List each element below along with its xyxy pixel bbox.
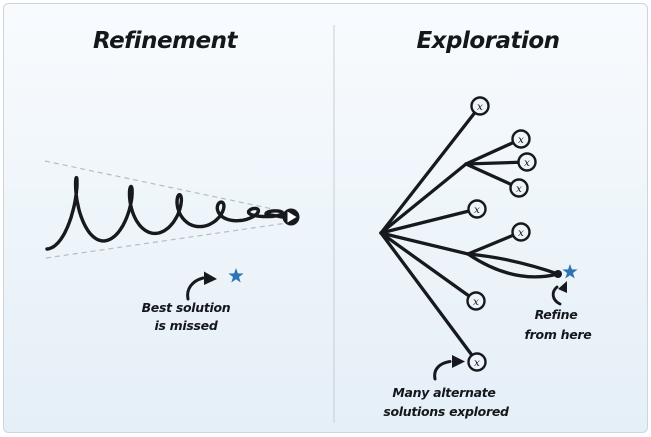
tree-node-label: x bbox=[516, 183, 522, 195]
tree-node: x bbox=[509, 178, 529, 198]
tree-node-circle bbox=[509, 178, 529, 198]
tree-nodes: x x x x x x x x bbox=[466, 96, 537, 372]
tree-edges bbox=[379, 104, 560, 364]
left-annotation-line-1: Best solution bbox=[142, 300, 231, 315]
tree-node: x bbox=[511, 222, 531, 242]
tree-edge bbox=[379, 207, 479, 235]
explore-annotation-arrow bbox=[433, 360, 452, 381]
tree-node-label: x bbox=[477, 101, 483, 113]
tree-edge bbox=[464, 160, 529, 166]
right-title: Exploration bbox=[416, 28, 559, 54]
tree-edge bbox=[379, 231, 478, 303]
explore-annotation-line-2: solutions explored bbox=[383, 404, 510, 419]
tree-node-circle bbox=[467, 199, 487, 219]
tree-edge-lens-upper bbox=[466, 252, 560, 276]
tree-edge bbox=[379, 231, 470, 256]
tree-node-label: x bbox=[473, 296, 479, 308]
tree-node-circle bbox=[511, 222, 531, 242]
tree-node-circle bbox=[511, 129, 531, 149]
tree-edge bbox=[379, 231, 479, 364]
left-annotation-line-2: is missed bbox=[155, 318, 219, 333]
tree-node-label: x bbox=[474, 357, 480, 369]
tree-node: x bbox=[470, 96, 490, 116]
tree-node-label: x bbox=[474, 204, 480, 216]
convergence-guide-lower bbox=[45, 222, 288, 259]
tree-node-circle bbox=[467, 352, 487, 372]
tree-node: x bbox=[467, 199, 487, 219]
panel-background bbox=[3, 3, 648, 433]
refine-annotation-line-2: from here bbox=[525, 327, 592, 342]
tree-node-circle bbox=[517, 152, 537, 172]
tree-node-label: x bbox=[524, 157, 530, 169]
left-star-icon bbox=[228, 268, 244, 283]
left-annotation-arrow bbox=[186, 276, 205, 301]
tree-node-label: x bbox=[518, 134, 524, 146]
tree-edge bbox=[379, 162, 468, 235]
refine-annotation-line-1: Refine bbox=[535, 307, 578, 322]
explore-annotation-line-1: Many alternate bbox=[392, 385, 495, 400]
tree-edge bbox=[464, 137, 523, 166]
tree-node: x bbox=[517, 152, 537, 172]
tree-node: x bbox=[467, 352, 487, 372]
tree-node-label: x bbox=[518, 227, 524, 239]
left-annotation-arrowhead bbox=[204, 271, 217, 285]
tree-node-circle bbox=[470, 96, 490, 116]
refine-annotation-arrow bbox=[551, 285, 562, 306]
refine-annotation-arrowhead bbox=[558, 281, 567, 293]
right-star-icon bbox=[562, 264, 578, 279]
tree-node: x bbox=[466, 291, 486, 311]
left-title: Refinement bbox=[93, 28, 238, 54]
tree-edge-lens-lower bbox=[466, 252, 560, 279]
solution-dot bbox=[554, 270, 562, 278]
explore-annotation-arrowhead bbox=[452, 355, 465, 368]
spiral-path bbox=[45, 175, 285, 251]
play-triangle-icon bbox=[287, 211, 297, 223]
tree-node: x bbox=[511, 129, 531, 149]
tree-node-circle bbox=[466, 291, 486, 311]
tree-edge bbox=[379, 104, 482, 235]
